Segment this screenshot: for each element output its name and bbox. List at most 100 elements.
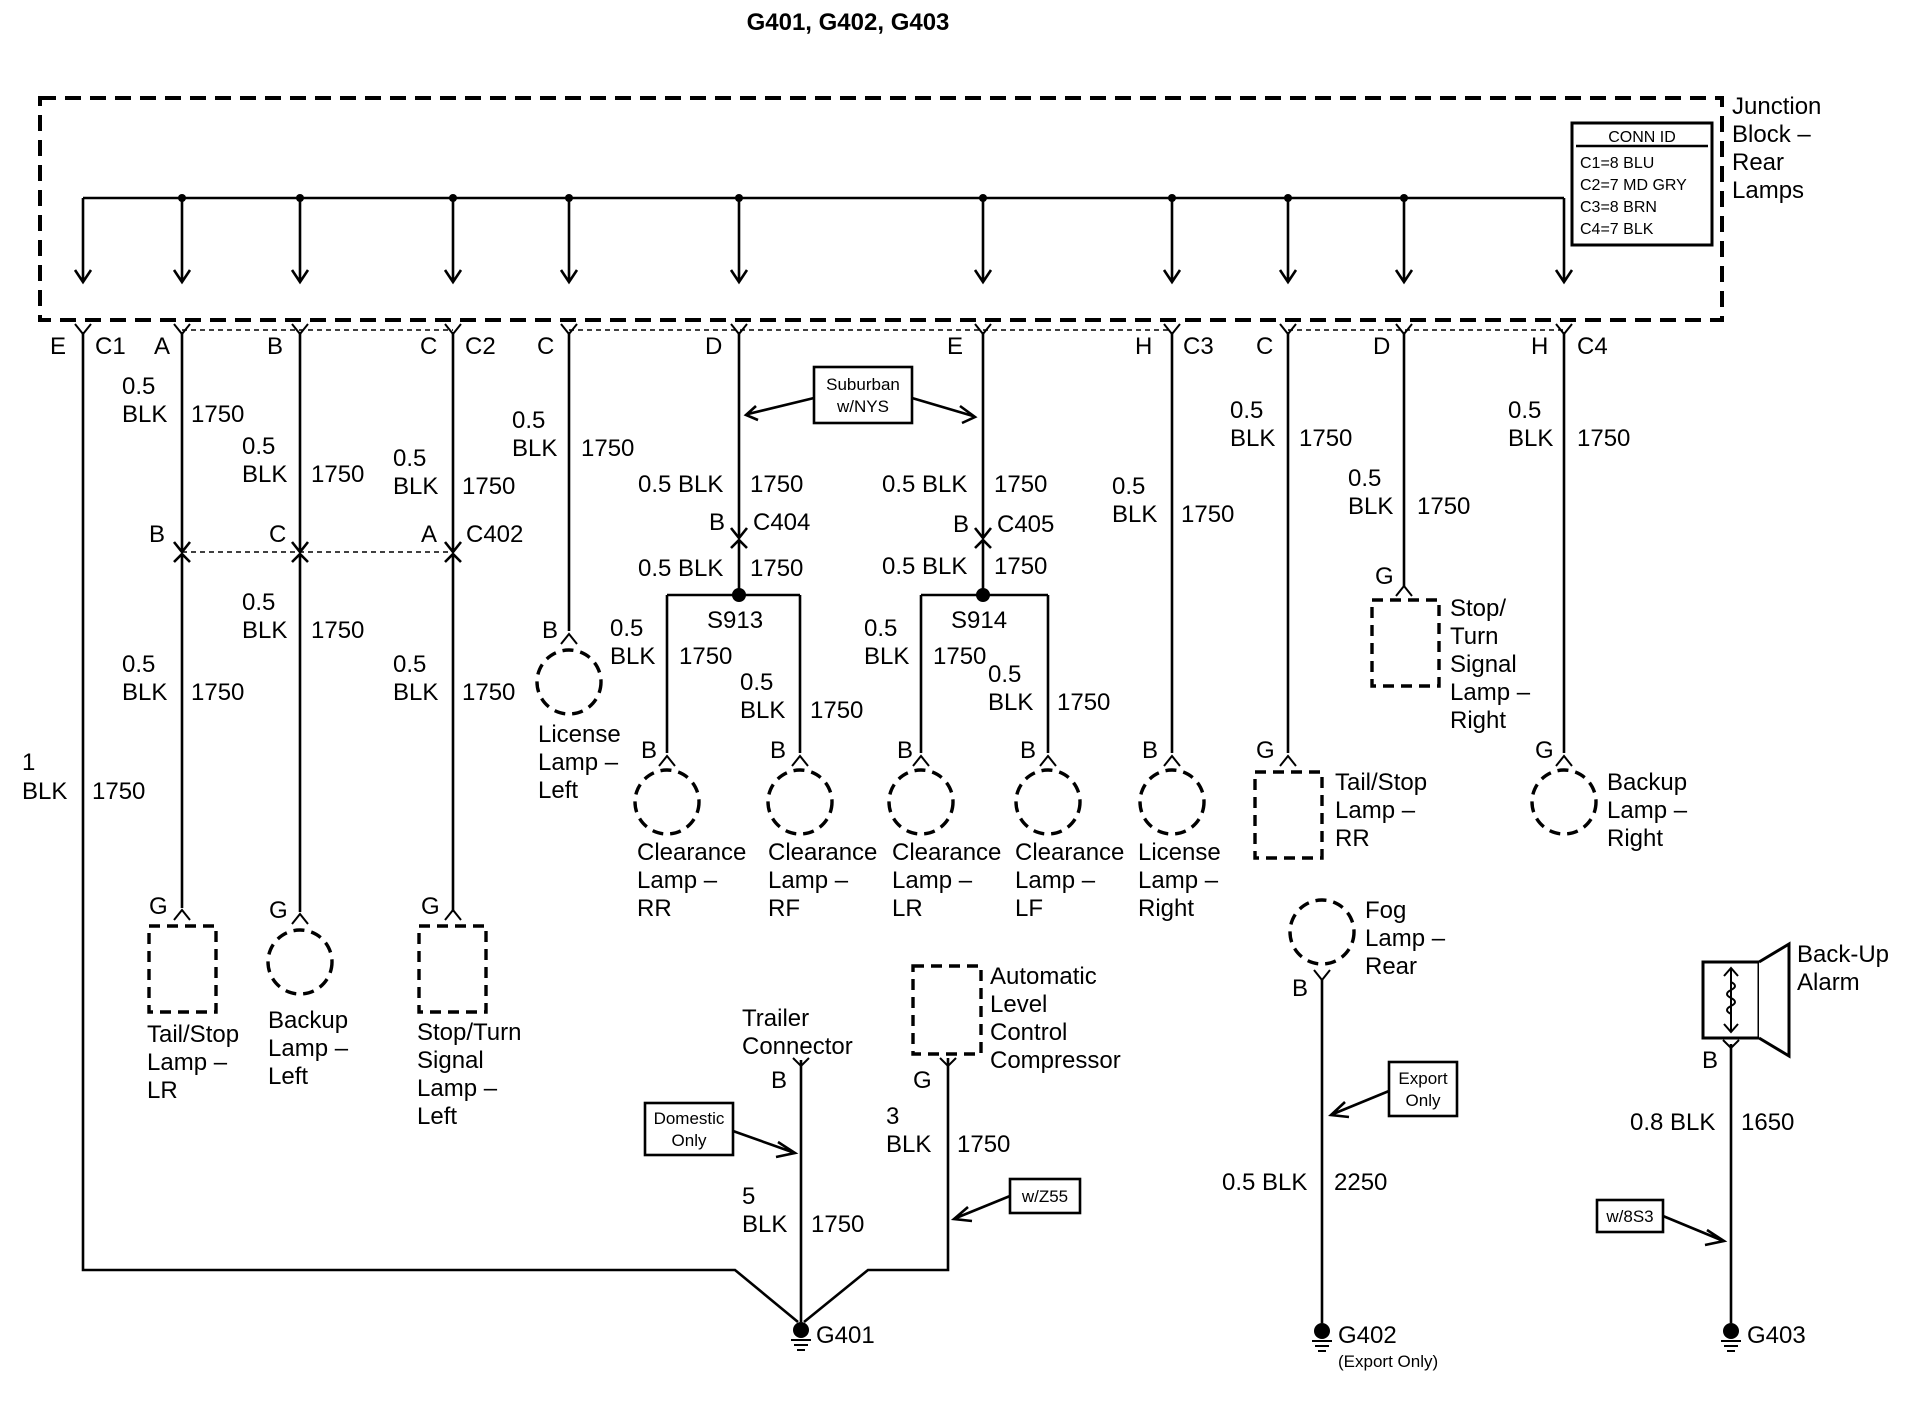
license-lamp-right-label: License Lamp – Right [1138,839,1221,922]
svg-text:B: B [709,509,725,536]
conn-id-header: CONN ID [1608,129,1676,146]
pin-label: D [1373,333,1390,360]
svg-text:1750: 1750 [462,473,515,500]
connector-label: C4 [1577,333,1608,360]
export-only-badge: Export Only [1328,1060,1459,1119]
splice-label: S914 [951,607,1007,634]
pin-label: D [705,333,722,360]
svg-text:1750: 1750 [957,1131,1010,1158]
clearance-lamp-lr-label: Clearance Lamp – LR [892,839,1001,922]
c404-c405-labels: B C404 B C405 S913 S914 [707,509,1054,634]
trailer-connector-label: Trailer Connector [742,1005,853,1060]
connector-label: C3 [1183,333,1214,360]
license-lamp-left-label: License Lamp – Left [538,721,621,804]
svg-text:Lamp –: Lamp – [147,1049,228,1076]
pin-label: B [267,333,283,360]
svg-text:w/8S3: w/8S3 [1605,1207,1653,1226]
svg-text:C402: C402 [466,521,523,548]
svg-text:1750: 1750 [311,461,364,488]
tail-stop-lamp-lr-label: Tail/Stop Lamp – LR [147,1021,239,1104]
pin-label: C [537,333,554,360]
svg-text:C405: C405 [997,511,1054,538]
connector-pin-labels: E C1 A B C C2 C D E H C3 C D H C4 [50,333,1608,360]
clearance-lamp-rf-icon [766,754,834,836]
c402-labels: B C A C402 [149,521,523,548]
ground-g401-icon [791,1322,811,1351]
svg-text:1750: 1750 [679,643,732,670]
svg-text:BLK: BLK [1230,425,1275,452]
clearance-lamp-lf-label: Clearance Lamp – LF [1015,839,1124,922]
svg-text:B: B [1142,737,1158,764]
conn-id-table: CONN ID C1=8 BLU C2=7 MD GRY C3=8 BRN C4… [1570,121,1714,247]
license-lamp-right-icon [1138,754,1206,836]
svg-text:B: B [149,521,165,548]
svg-text:Lamp –: Lamp – [1450,679,1531,706]
conn-id-row: C2=7 MD GRY [1580,177,1687,194]
svg-text:A: A [421,521,437,548]
svg-text:1750: 1750 [462,679,515,706]
tail-stop-lamp-rr-label: Tail/Stop Lamp – RR [1335,769,1427,852]
svg-text:B: B [897,737,913,764]
svg-text:Lamp –: Lamp – [768,867,849,894]
svg-text:C404: C404 [753,509,810,536]
svg-text:B: B [641,737,657,764]
svg-text:0.5: 0.5 [610,615,643,642]
svg-text:Backup: Backup [1607,769,1687,796]
svg-text:B: B [1702,1047,1718,1074]
svg-text:Right: Right [1607,825,1663,852]
svg-text:Trailer: Trailer [742,1005,809,1032]
svg-text:1750: 1750 [750,555,803,582]
svg-text:Right: Right [1138,895,1194,922]
svg-text:0.5 BLK: 0.5 BLK [1222,1169,1307,1196]
stop-turn-signal-lamp-right-icon [1370,584,1441,688]
stop-turn-signal-lamp-left-icon [417,908,488,1014]
svg-text:w/NYS: w/NYS [836,397,889,416]
svg-text:3: 3 [886,1103,899,1130]
svg-text:1750: 1750 [810,697,863,724]
svg-text:1750: 1750 [191,679,244,706]
svg-text:0.5 BLK: 0.5 BLK [638,471,723,498]
svg-text:Domestic: Domestic [654,1109,725,1128]
component-pin-labels: G G G B B B B B B G G G B B G B [149,563,1718,1094]
svg-text:Block –: Block – [1732,121,1811,148]
svg-text:Suburban: Suburban [826,375,900,394]
svg-text:Rear: Rear [1732,149,1784,176]
svg-text:BLK: BLK [122,679,167,706]
svg-text:Clearance: Clearance [768,839,877,866]
tail-stop-lamp-lr-icon [147,908,218,1014]
svg-text:Left: Left [417,1103,457,1130]
svg-text:G: G [913,1067,932,1094]
svg-text:G: G [1375,563,1394,590]
svg-text:LF: LF [1015,895,1043,922]
conn-id-row: C3=8 BRN [1580,199,1657,216]
diagram-title: G401, G402, G403 [747,9,950,36]
svg-text:Lamp –: Lamp – [1607,797,1688,824]
license-lamp-left-icon [535,632,603,716]
conn-id-row: C1=8 BLU [1580,155,1654,172]
svg-text:Export: Export [1398,1069,1447,1088]
svg-text:Lamp –: Lamp – [1335,797,1416,824]
clearance-lamp-rf-label: Clearance Lamp – RF [768,839,877,922]
svg-text:1750: 1750 [1577,425,1630,452]
svg-text:1750: 1750 [311,617,364,644]
svg-text:Tail/Stop: Tail/Stop [1335,769,1427,796]
svg-text:Signal: Signal [417,1047,484,1074]
svg-text:0.5: 0.5 [122,651,155,678]
svg-text:1750: 1750 [1181,501,1234,528]
svg-text:Backup: Backup [268,1007,348,1034]
svg-text:Clearance: Clearance [892,839,1001,866]
svg-text:BLK: BLK [393,473,438,500]
clearance-lamp-rr-icon [633,754,701,836]
connector-label: C1 [95,333,126,360]
ground-g402-label: G402 [1338,1322,1397,1349]
svg-text:0.5: 0.5 [1230,397,1263,424]
svg-text:Stop/Turn: Stop/Turn [417,1019,522,1046]
svg-text:B: B [1020,737,1036,764]
clearance-lamp-lf-icon [1014,754,1082,836]
svg-text:Lamp –: Lamp – [268,1035,349,1062]
svg-text:1750: 1750 [811,1211,864,1238]
svg-text:Left: Left [268,1063,308,1090]
svg-text:0.5: 0.5 [242,433,275,460]
svg-text:1750: 1750 [191,401,244,428]
